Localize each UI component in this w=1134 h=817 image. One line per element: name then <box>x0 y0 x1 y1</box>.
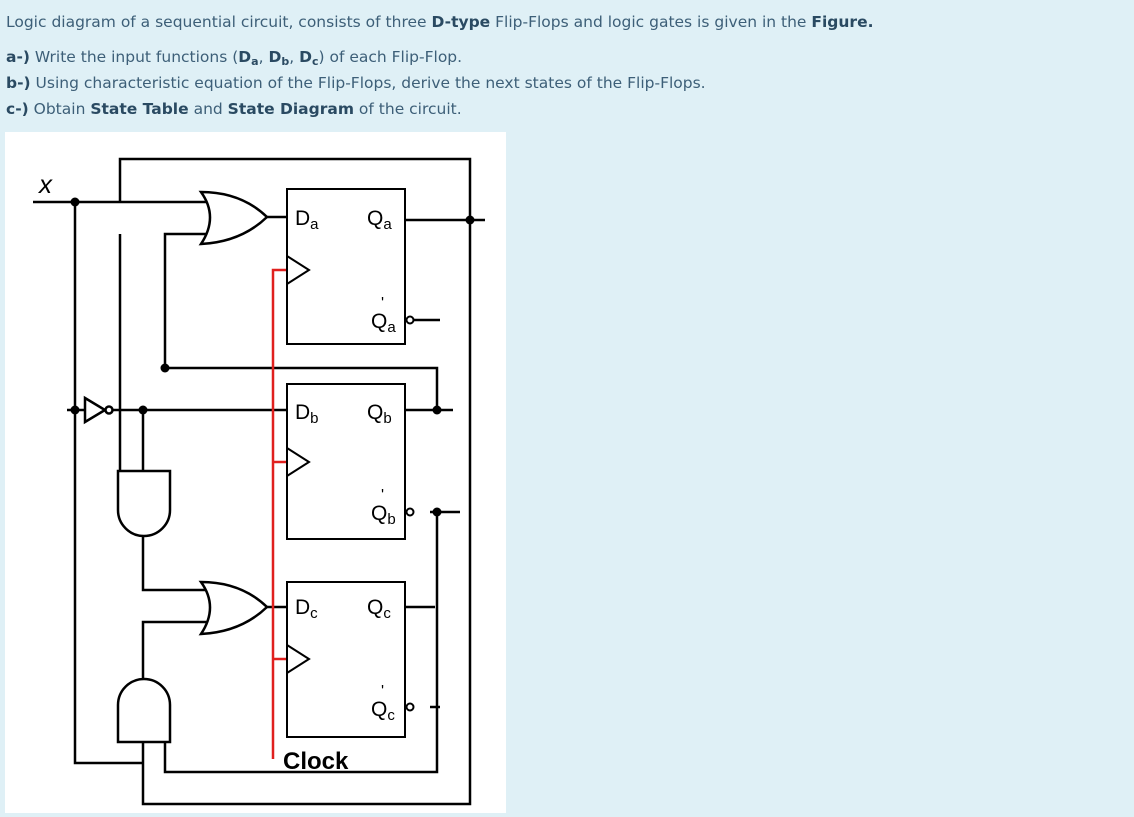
and-gates <box>116 469 172 744</box>
clock-triangle-c <box>286 644 311 674</box>
input-x-label: x <box>37 169 53 199</box>
and2-to-or2-wire <box>141 620 215 679</box>
or-gate-c <box>198 580 269 636</box>
part-a-text: Write the input functions ( <box>29 48 239 66</box>
x-branch-wire <box>73 202 143 765</box>
qb-label: Qb <box>367 401 392 427</box>
clock-bus <box>271 268 287 759</box>
part-a-text-2: ) of each Flip-Flop. <box>318 48 463 66</box>
qc-not-label: Qc <box>371 698 395 724</box>
inverter-triangle <box>83 395 108 425</box>
qc-label: Qc <box>367 596 391 622</box>
circuit-labels: x Da Qa Qa ' Db Qb Qb ' Dc Qc Qc ' Clock <box>37 169 396 775</box>
and-gate-1 <box>116 469 172 538</box>
clock-triangle-a <box>286 255 311 285</box>
qa-feedback-wire <box>118 157 472 220</box>
question-intro: Logic diagram of a sequential circuit, c… <box>6 13 873 31</box>
wires <box>33 157 485 806</box>
qa-not-label: Qa <box>371 310 396 336</box>
qb-not-mark: ' <box>381 487 384 504</box>
or-gates <box>198 190 269 636</box>
and-gate-2 <box>116 677 172 744</box>
junction-dot <box>465 215 475 225</box>
qbar-bubble-b <box>405 507 415 517</box>
junction-dot <box>160 363 170 373</box>
part-b-text: Using characteristic equation of the Fli… <box>30 74 706 92</box>
qa-label: Qa <box>367 207 392 233</box>
clock-triangle-b <box>286 447 311 477</box>
junction-dot <box>70 197 80 207</box>
part-a-dc-sub: c <box>311 55 319 68</box>
qbar-bubble-c <box>405 702 415 712</box>
part-a-da-sub: a <box>251 55 259 68</box>
part-a-da: D <box>238 48 252 66</box>
flip-flops <box>286 188 406 738</box>
qbar-bubbles <box>405 315 440 712</box>
question-part-c: c-) Obtain State Table and State Diagram… <box>6 100 462 118</box>
part-c-state-diagram: State Diagram <box>227 100 354 118</box>
part-c-state-table: State Table <box>90 100 189 118</box>
junction-dot <box>432 507 442 517</box>
qc-not-mark: ' <box>381 683 384 700</box>
question-part-a: a-) Write the input functions (Da, Db, D… <box>6 48 463 68</box>
intro-text-2: Flip-Flops and logic gates is given in t… <box>490 13 812 31</box>
intro-text: Logic diagram of a sequential circuit, c… <box>6 13 432 31</box>
part-a-sep: , <box>289 48 300 66</box>
part-a-sep: , <box>258 48 269 66</box>
part-c-text-2: and <box>188 100 228 118</box>
qc-feedback-wire <box>141 220 472 806</box>
junction-dots <box>70 197 475 517</box>
part-c-prefix: c-) <box>6 100 29 118</box>
part-a-prefix: a-) <box>6 48 30 66</box>
qbar-bubble-a <box>405 315 415 325</box>
part-b-prefix: b-) <box>6 74 31 92</box>
qa-not-mark: ' <box>381 295 384 312</box>
clock-triangles <box>286 255 311 674</box>
da-label: Da <box>295 207 319 233</box>
junction-dot <box>70 405 80 415</box>
clock-wire <box>271 268 287 759</box>
inverter-gate <box>83 395 114 425</box>
question-part-b: b-) Using characteristic equation of the… <box>6 74 706 92</box>
qb-not-label: Qb <box>371 502 396 528</box>
part-c-text: Obtain <box>28 100 91 118</box>
intro-dtype: D-type <box>431 13 491 31</box>
and1-to-or2-wire <box>141 536 215 592</box>
inverter-bubble <box>104 405 114 415</box>
part-a-db-sub: b <box>281 55 290 68</box>
clock-label: Clock <box>283 748 349 775</box>
db-label: Db <box>295 401 319 427</box>
junction-dot <box>432 405 442 415</box>
circuit-figure: x Da Qa Qa ' Db Qb Qb ' Dc Qc Qc ' Clock <box>5 132 506 813</box>
part-a-db: D <box>268 48 282 66</box>
junction-dot <box>138 405 148 415</box>
or-gate-a <box>198 190 269 246</box>
dc-label: Dc <box>295 596 318 622</box>
part-a-dc: D <box>299 48 312 66</box>
intro-figure: Figure. <box>811 13 874 31</box>
part-c-text-3: of the circuit. <box>354 100 462 118</box>
logic-diagram: x Da Qa Qa ' Db Qb Qb ' Dc Qc Qc ' Clock <box>33 157 485 806</box>
qb-not-feedback-wire <box>163 512 439 774</box>
flip-flop-a <box>286 188 406 345</box>
